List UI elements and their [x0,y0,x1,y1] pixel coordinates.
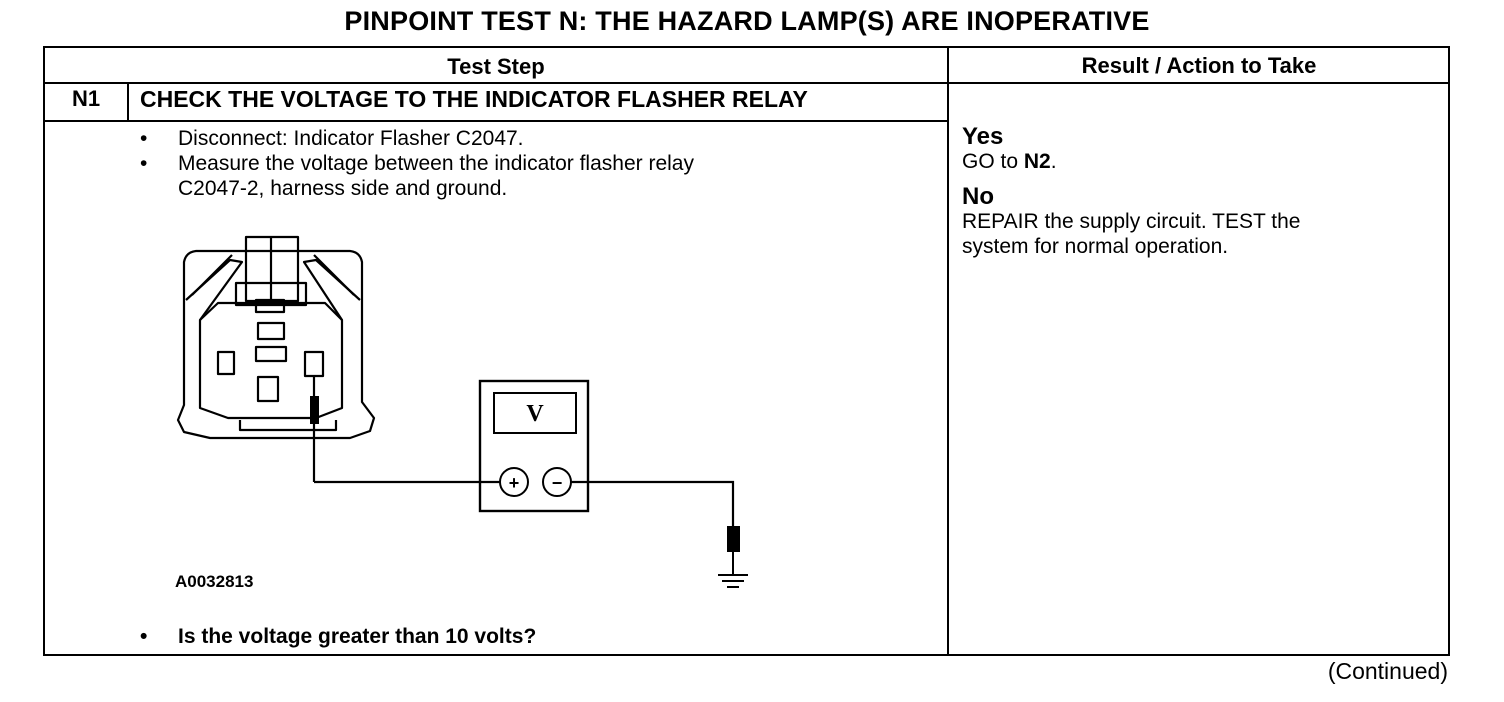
step-id-divider [127,83,129,121]
bullet-dot: • [140,625,148,648]
bullet-dot: • [140,152,148,175]
voltmeter-body [478,379,590,513]
result-yes: Yes GO to N2. [962,124,1057,174]
step-id: N1 [71,86,101,111]
yes-action-prefix: GO to [962,150,1024,173]
yes-target-link[interactable]: N2 [1023,150,1051,173]
header-test-step: Test Step [447,54,545,79]
no-action-line: system for normal operation. [962,235,1229,258]
probe-tip [310,396,319,424]
page-title: PINPOINT TEST N: THE HAZARD LAMP(S) ARE … [344,6,1150,36]
instruction-text: Measure the voltage between the indicato… [178,152,694,175]
step-row-divider [43,120,948,122]
yes-action: GO to N2. [962,149,1057,174]
yes-action-suffix: . [1050,150,1057,173]
step-title: CHECK THE VOLTAGE TO THE INDICATOR FLASH… [140,86,808,112]
positive-terminal [499,467,529,497]
header-divider [43,82,1450,84]
negative-terminal-label: − [552,473,563,493]
question-text: Is the voltage greater than 10 volts? [178,625,537,648]
connector-housing [176,249,376,440]
bullet-dot: • [140,127,148,150]
test-lead-negative [571,480,735,528]
pin-cavity [216,350,236,376]
pin-cavity [254,345,288,363]
no-action-line: REPAIR the supply circuit. TEST the [962,210,1301,233]
positive-terminal-label: + [509,473,520,493]
instruction-text: Disconnect: Indicator Flasher C2047. [178,127,524,150]
figure-id: A0032813 [175,572,254,591]
pinpoint-test-table [43,46,1450,656]
instruction-text: C2047-2, harness side and ground. [178,177,508,200]
header-result-action: Result / Action to Take [1081,53,1317,78]
result-no: No REPAIR the supply circuit. TEST the s… [962,184,1300,259]
voltmeter-unit-label: V [526,401,544,427]
continued-note: (Continued) [1327,658,1448,684]
pin-cavity [303,350,325,378]
pin-cavity [256,375,280,403]
connector-inner [198,301,344,420]
column-divider [947,46,949,656]
no-label: No [962,183,994,210]
ground-probe [727,526,740,552]
voltmeter-display [493,392,577,434]
yes-label: Yes [962,123,1004,150]
pin-cavity [256,321,286,341]
